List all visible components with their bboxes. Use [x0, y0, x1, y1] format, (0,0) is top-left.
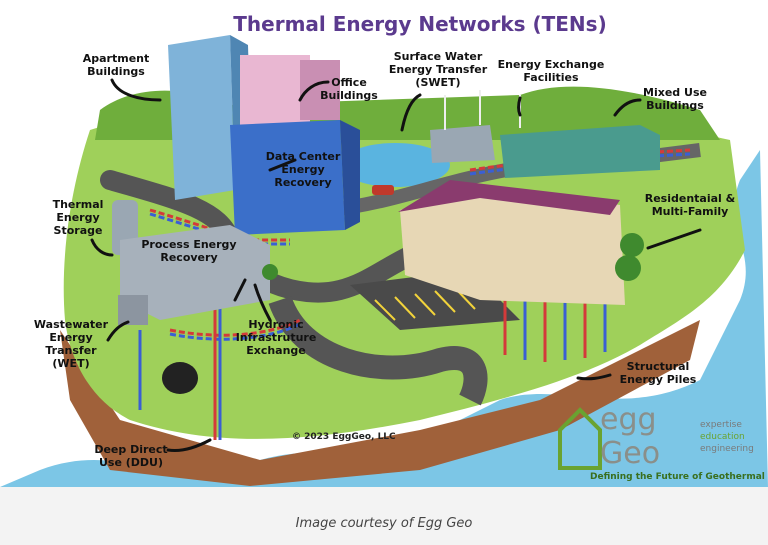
copyright-notice: © 2023 EggGeo, LLC [292, 432, 396, 442]
sewer-outfall [162, 362, 198, 394]
apartment-building [168, 35, 235, 200]
label-wet: Wastewater Energy Transfer (WET) [33, 318, 109, 370]
ground-loops [138, 300, 607, 440]
logo-tagline: Defining the Future of Geothermal [590, 472, 765, 482]
energy-exchange-facility [430, 125, 495, 163]
logo-word-geo: Geo [600, 436, 661, 471]
label-process-energy: Process Energy Recovery [141, 238, 237, 264]
illustration [0, 35, 768, 487]
mixed-use-building [500, 125, 660, 178]
label-ddu: Deep Direct Use (DDU) [94, 443, 168, 469]
tree-icon [262, 233, 644, 281]
label-office-buildings: Office Buildings [320, 76, 378, 102]
egggeo-logo-mark [558, 407, 602, 470]
logo-education: education [700, 432, 745, 442]
label-mixed-use: Mixed Use Buildings [643, 86, 707, 112]
label-swet: Surface Water Energy Transfer (SWET) [388, 50, 488, 89]
caption-bar [0, 487, 768, 545]
soil [60, 320, 700, 486]
diagram-title: Thermal Energy Networks (TENs) [233, 12, 607, 36]
data-center-building [230, 120, 345, 235]
label-data-center: Data Center Energy Recovery [265, 150, 341, 189]
logo-engineering: engineering [700, 444, 754, 454]
car-icon [372, 185, 394, 195]
residential-building [400, 185, 625, 305]
label-hydronic: Hydronic Infrastruture Exchange [235, 318, 317, 357]
road-2 [268, 295, 488, 406]
pond [340, 143, 450, 187]
label-thermal-storage: Thermal Energy Storage [52, 198, 104, 237]
label-residential: Residentaial & Multi-Family [644, 192, 736, 218]
label-structural-piles: Structural Energy Piles [619, 360, 697, 386]
label-energy-exchange: Energy Exchange Facilities [497, 58, 605, 84]
logo-word-egg: egg [600, 402, 657, 437]
wastewater-structure [118, 295, 148, 325]
label-apartment-buildings: Apartment Buildings [82, 52, 150, 78]
arrow-icon [90, 78, 702, 452]
office-building [240, 55, 310, 125]
image-caption: Image courtesy of Egg Geo [295, 516, 473, 531]
logo-expertise: expertise [700, 420, 742, 430]
process-energy-building [120, 225, 270, 320]
